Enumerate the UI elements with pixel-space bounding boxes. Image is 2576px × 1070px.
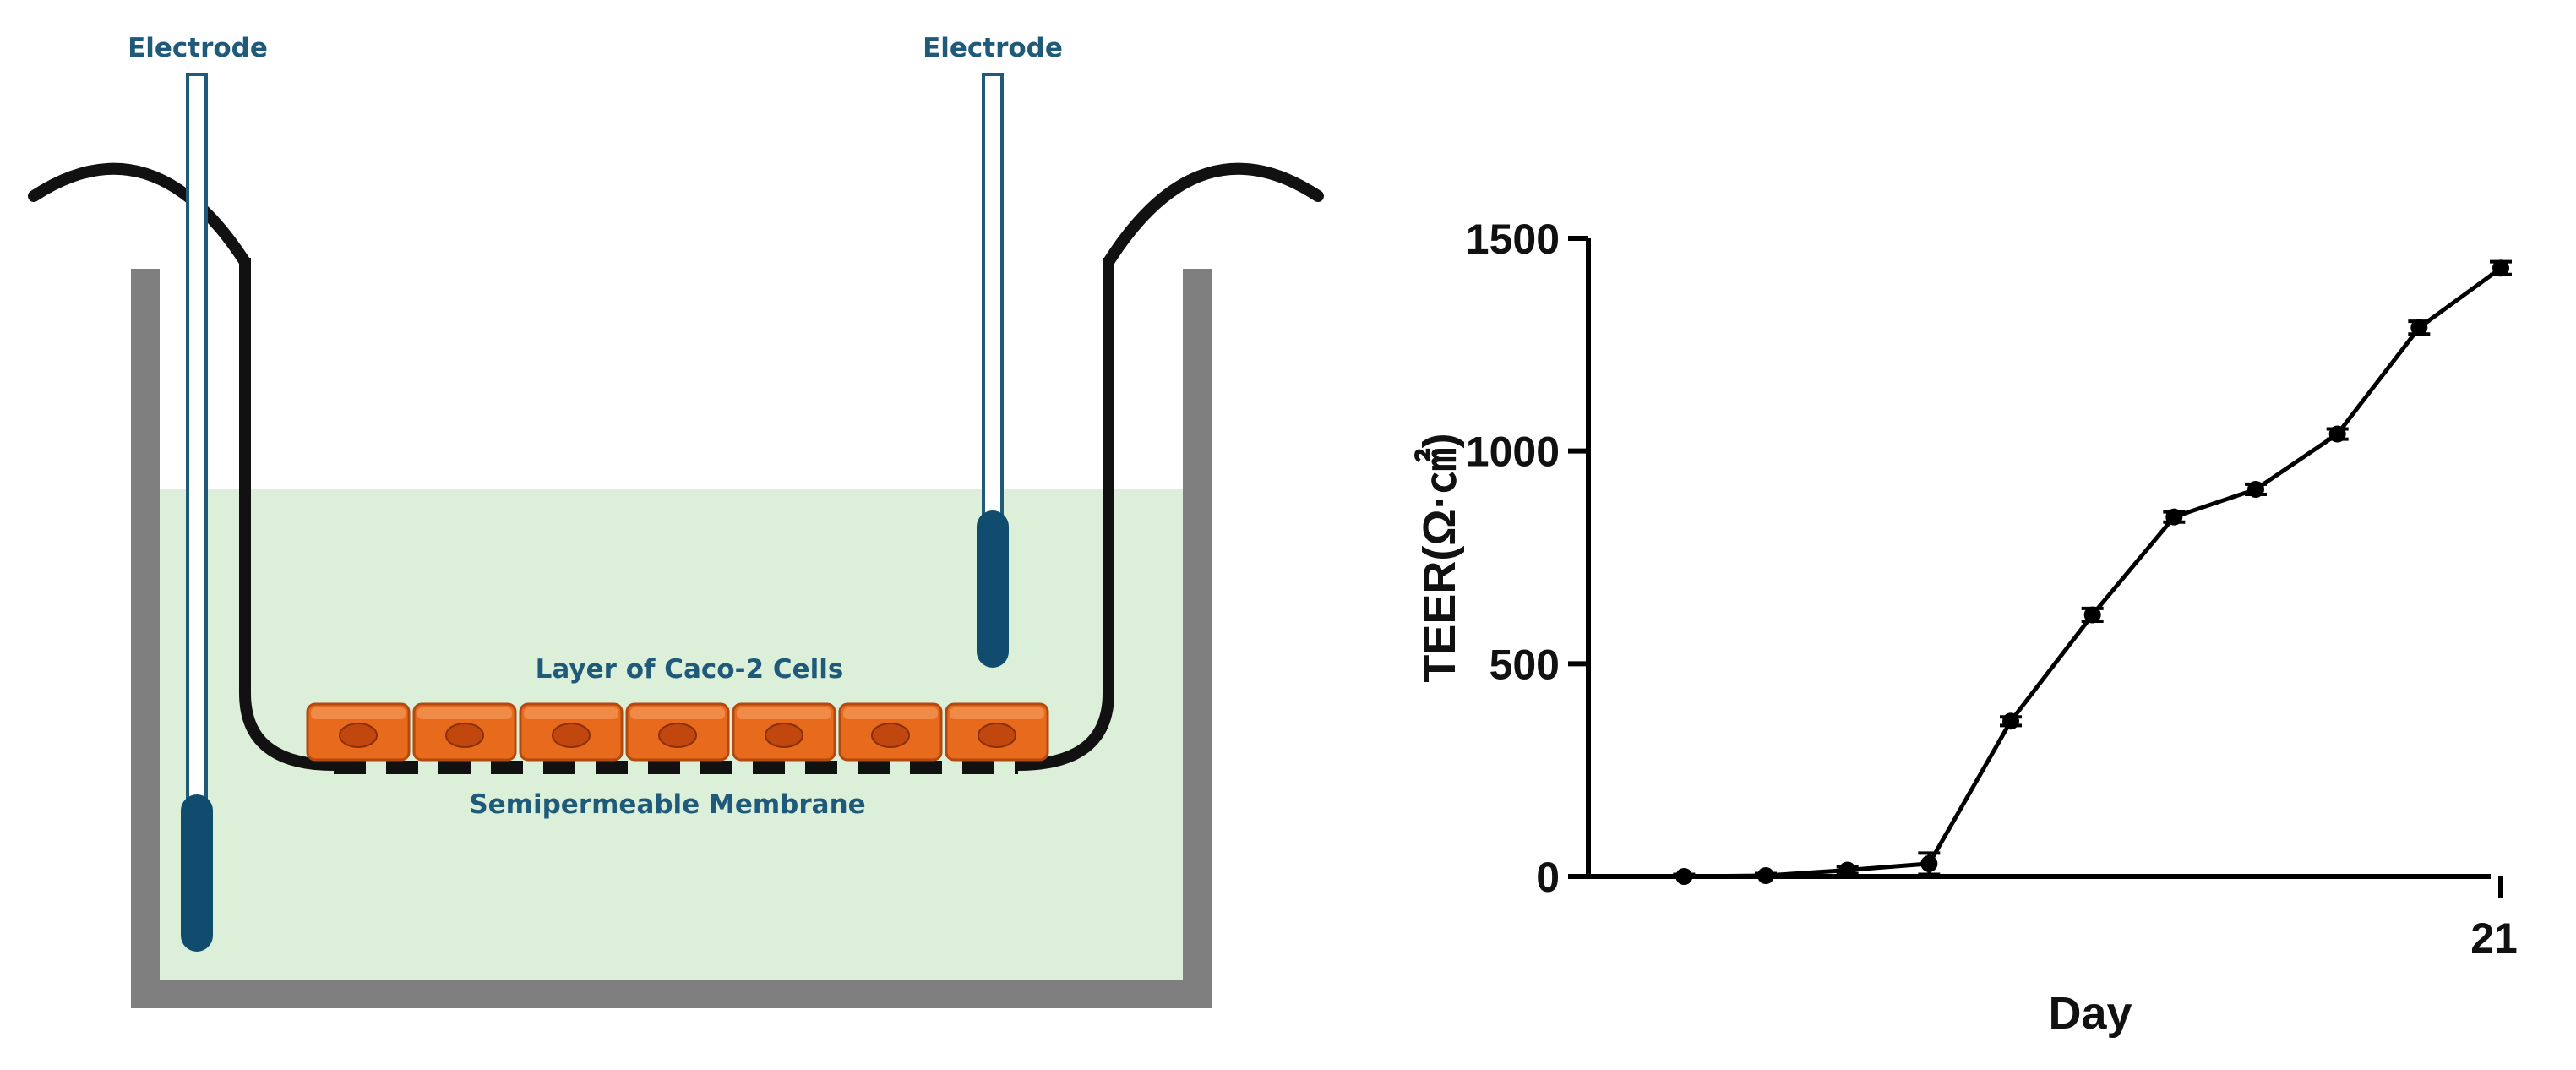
data-point (2492, 259, 2509, 277)
caco2-cell (945, 702, 1049, 762)
outer-well (131, 269, 1212, 1008)
cell-nucleus (871, 723, 910, 748)
teer-chart: 0 500 1000 1500 21 Day TEER(Ω·㎠) (1413, 216, 2518, 1039)
electrode-right-tip (977, 510, 1009, 668)
cell-nucleus (978, 723, 1016, 748)
data-point (1920, 854, 1938, 872)
y-tick-label: 1500 (1466, 216, 1560, 263)
membrane-label: Semipermeable Membrane (469, 789, 865, 820)
series-line (1684, 266, 2502, 879)
data-point (1838, 861, 1856, 879)
series-teer (1673, 259, 2512, 885)
caco2-cell (519, 702, 624, 762)
data-point (2247, 480, 2264, 498)
data-point (2328, 425, 2346, 443)
caco2-cell (838, 702, 943, 762)
electrode-left-tip (181, 794, 213, 952)
insert-rim-right (1103, 162, 1324, 268)
insert-rim-left (28, 162, 251, 268)
cell-layer (306, 702, 1049, 762)
insert-wall-right (1017, 258, 1114, 771)
electrode-left-label: Electrode (128, 33, 268, 63)
caco2-cell (412, 702, 517, 762)
caco2-cell (732, 702, 836, 762)
electrode-right (977, 73, 1009, 668)
electrode-left (181, 73, 213, 952)
y-tick-label: 1000 (1466, 429, 1560, 476)
data-point (2410, 319, 2428, 336)
data-point (1757, 866, 1774, 884)
electrode-right-label: Electrode (923, 33, 1063, 63)
insert-wall-left (239, 258, 335, 771)
y-tick-label: 500 (1490, 641, 1560, 688)
cell-nucleus (658, 723, 697, 748)
cell-nucleus (765, 723, 803, 748)
caco2-cell (625, 702, 730, 762)
caco2-cell (306, 702, 411, 762)
data-point (2002, 712, 2019, 730)
x-tick-label: 21 (2470, 914, 2518, 962)
transwell-diagram: Electrode Electrode Layer of Caco-2 Cell… (28, 33, 1324, 1008)
data-point (2083, 606, 2101, 624)
cell-layer-label: Layer of Caco-2 Cells (536, 654, 844, 685)
x-ticks: 21 (2470, 876, 2518, 962)
x-axis-label: Day (2048, 988, 2132, 1039)
data-point (2165, 508, 2183, 526)
y-tick-label: 0 (1536, 854, 1560, 901)
data-point (1675, 868, 1693, 885)
cell-nucleus (339, 723, 378, 748)
y-ticks: 0 500 1000 1500 (1466, 216, 1588, 901)
cell-nucleus (445, 723, 484, 748)
cell-nucleus (552, 723, 591, 748)
y-axis-label: TEER(Ω·㎠) (1413, 433, 1465, 682)
